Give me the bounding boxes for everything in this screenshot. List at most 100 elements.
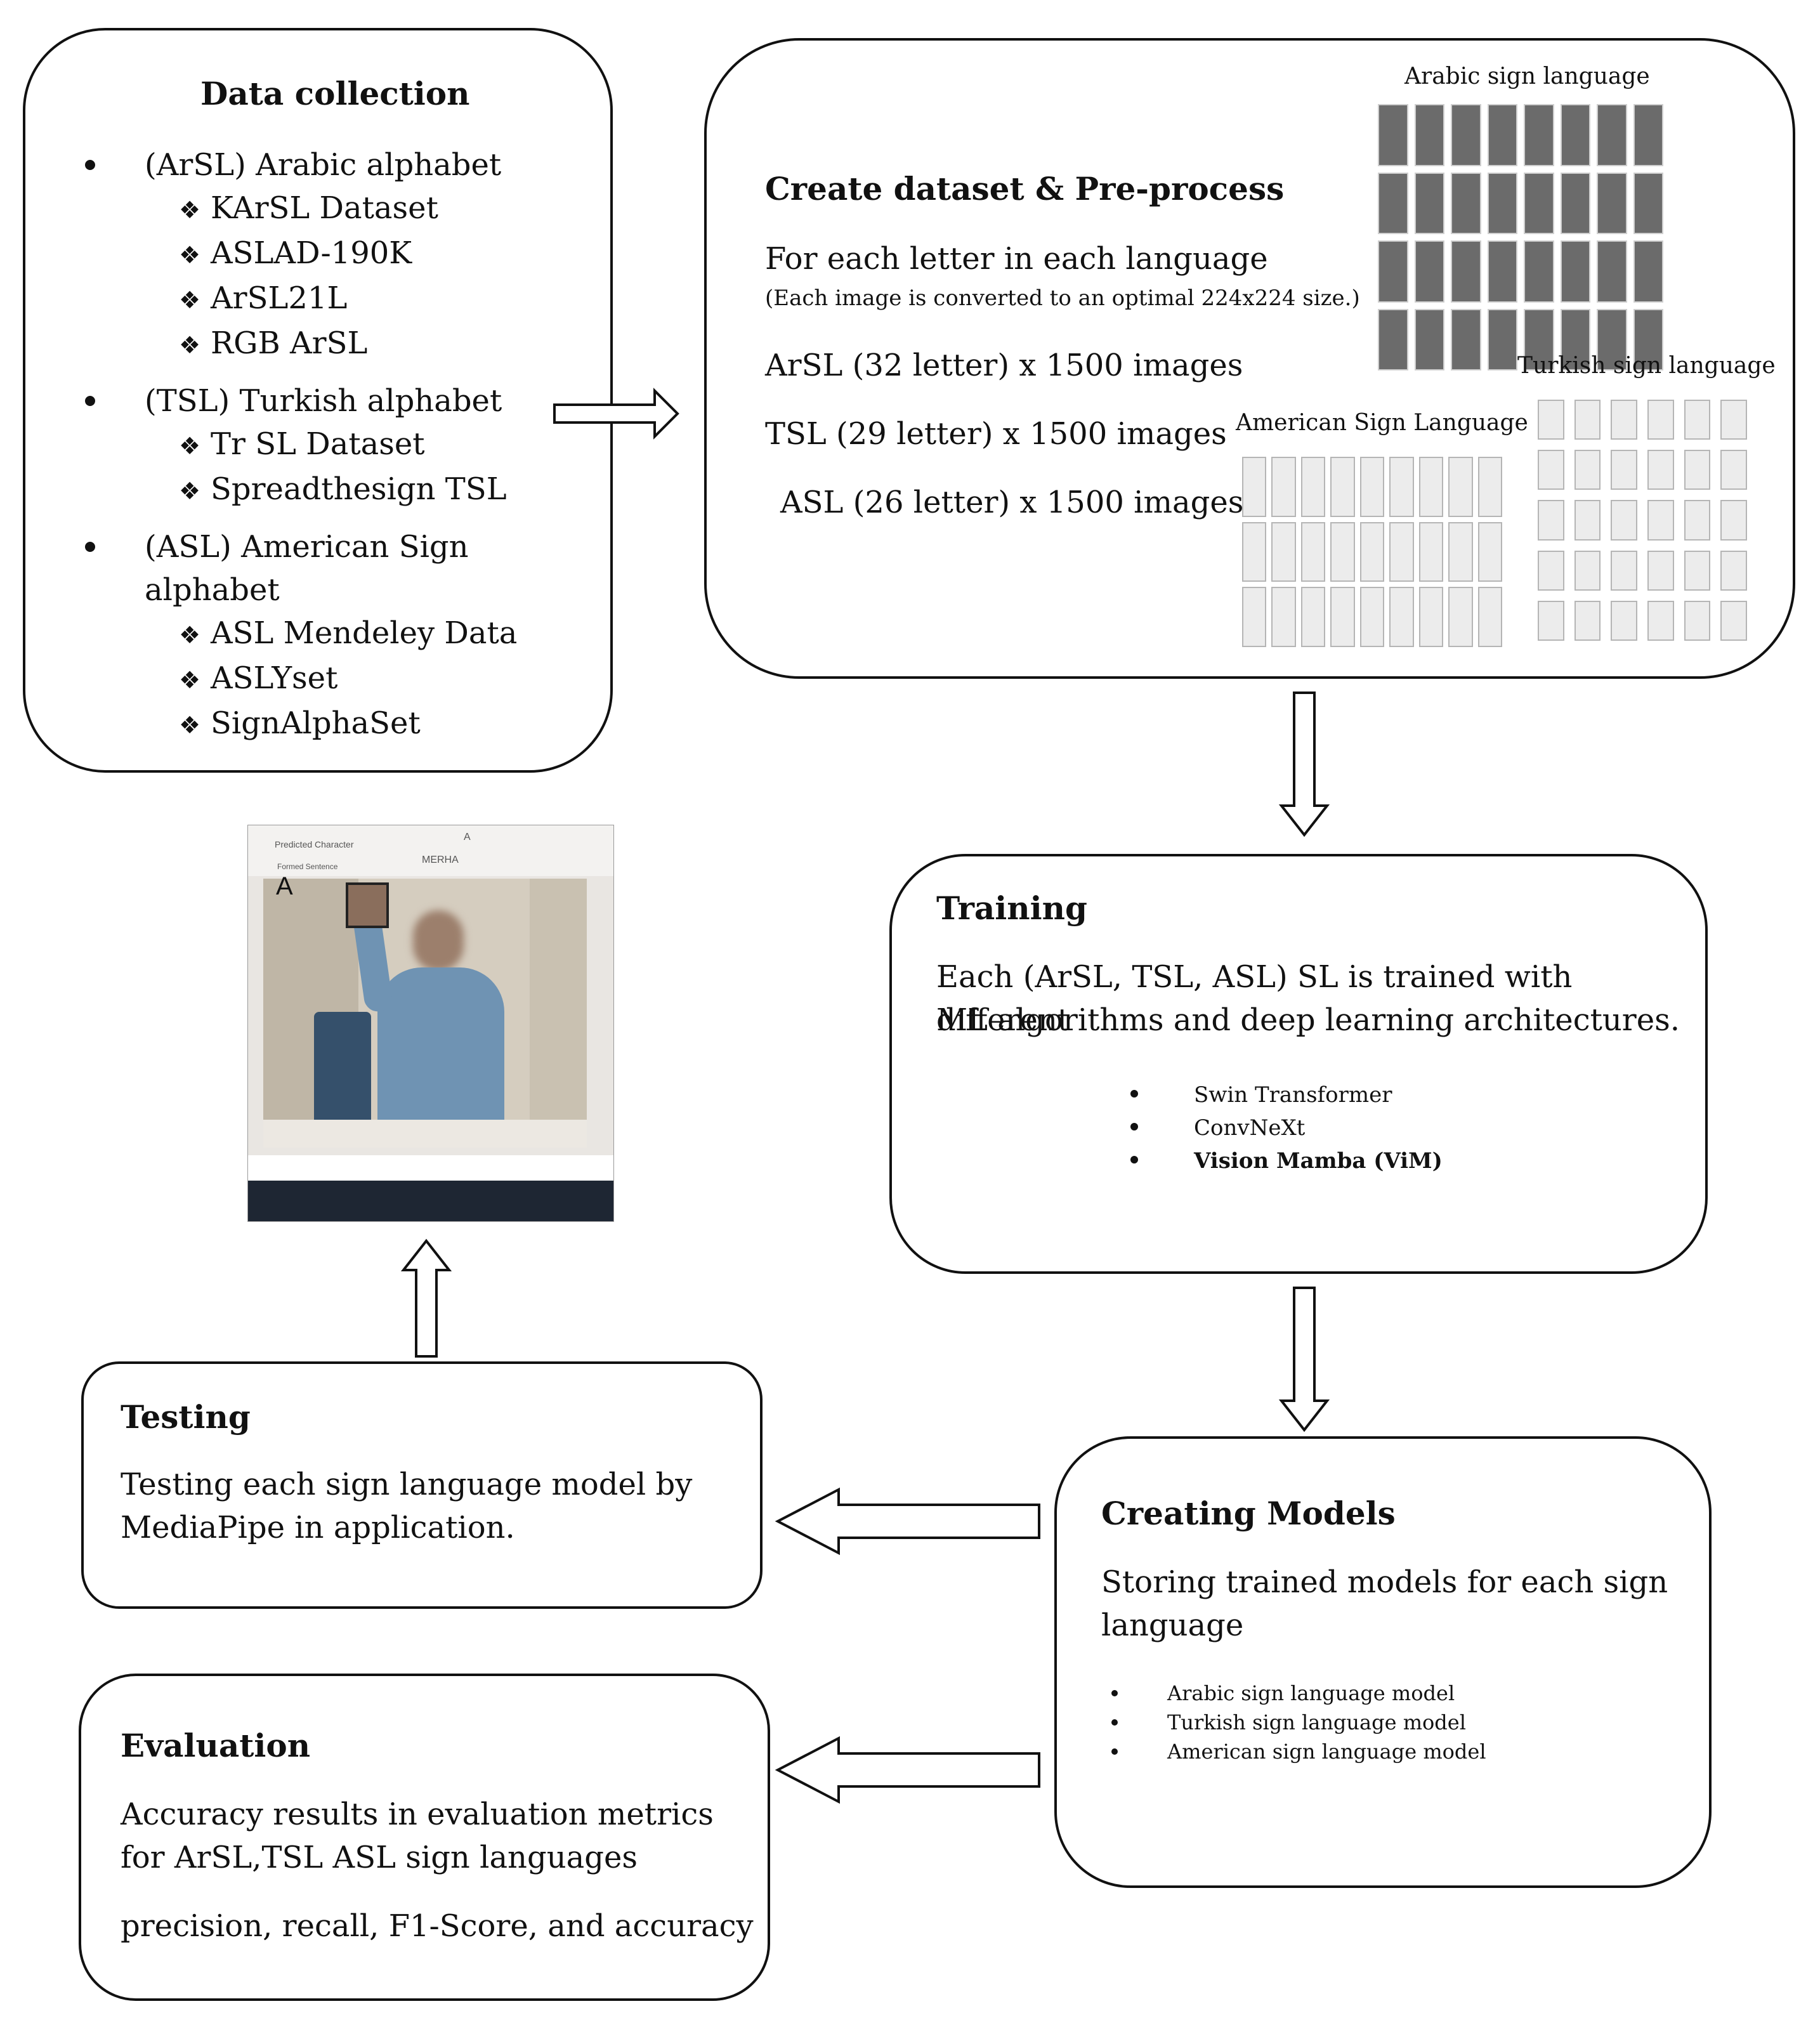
tsl-item: ❖ Spreadthesign TSL <box>89 468 596 513</box>
arsl-item: ❖ RGB ArSL <box>89 322 596 367</box>
asl-item-label: ASL Mendeley Data <box>211 615 518 651</box>
bullet-icon <box>1130 1156 1138 1163</box>
bullet-icon <box>1111 1719 1118 1726</box>
bullet-icon <box>85 542 95 552</box>
predicted-big-letter: A <box>276 872 293 900</box>
diamond-bullet-icon: ❖ <box>179 241 201 269</box>
arabic-sign-image <box>1378 104 1663 370</box>
training-text-line1: Each (ArSL, TSL, ASL) SL is trained with… <box>936 959 1573 1038</box>
create-dataset-title: Create dataset & Pre-process <box>765 170 1285 207</box>
creating-models-text-line2: language <box>1101 1608 1244 1643</box>
creating-models-title: Creating Models <box>1101 1495 1396 1532</box>
diamond-bullet-icon: ❖ <box>179 331 201 359</box>
training-model-list: Swin Transformer ConvNeXt Vision Mamba (… <box>1130 1078 1511 1177</box>
arrow-down-icon <box>1278 691 1330 837</box>
formed-sentence-value: MERHA <box>422 855 459 865</box>
asl-group-label-line2: alphabet <box>145 572 280 608</box>
arsl-item-label: RGB ArSL <box>211 325 368 361</box>
person-body <box>377 967 504 1126</box>
asl-count: ASL (26 letter) x 1500 images <box>780 485 1244 520</box>
arabic-sign-caption: Arabic sign language <box>1404 63 1650 89</box>
tsl-group-label: (TSL) Turkish alphabet <box>145 383 502 419</box>
turkish-sign-caption: Turkish sign language <box>1517 353 1776 379</box>
testing-text-line1: Testing each sign language model by <box>121 1467 693 1502</box>
predicted-character-label: Predicted Character <box>275 839 354 849</box>
arsl-item-label: ArSL21L <box>211 280 348 316</box>
asl-item-label: SignAlphaSet <box>211 705 421 741</box>
hand-detection-box <box>346 882 389 928</box>
create-dataset-note: (Each image is converted to an optimal 2… <box>765 285 1360 311</box>
model-item: ConvNeXt <box>1130 1111 1511 1144</box>
bullet-icon <box>1111 1690 1118 1696</box>
bullet-icon <box>85 160 95 170</box>
asl-item: ❖ ASL Mendeley Data <box>89 612 596 657</box>
model-output-item: American sign language model <box>1111 1737 1682 1766</box>
diamond-bullet-icon: ❖ <box>179 432 201 460</box>
camera-feed <box>263 879 587 1148</box>
arsl-count: ArSL (32 letter) x 1500 images <box>765 348 1243 383</box>
asl-group: (ASL) American Sign alphabet ❖ASL Mendel… <box>85 525 596 747</box>
testing-text-line2: MediaPipe in application. <box>121 1510 515 1545</box>
arrow-up-icon <box>400 1238 452 1358</box>
arrow-left-icon <box>775 1736 1040 1804</box>
creating-models-text-line1: Storing trained models for each sign <box>1101 1564 1668 1600</box>
model-output-label: Arabic sign language model <box>1167 1681 1455 1705</box>
bullet-icon <box>1130 1123 1138 1130</box>
arsl-group: (ArSL) Arabic alphabet ❖ KArSL Dataset ❖ A… <box>85 143 596 367</box>
diamond-bullet-icon: ❖ <box>179 621 201 649</box>
arrow-down-icon <box>1278 1287 1330 1432</box>
app-header <box>248 825 613 876</box>
model-output-item: Arabic sign language model <box>1111 1679 1682 1708</box>
person-head <box>413 910 464 971</box>
data-collection-title: Data collection <box>200 75 470 112</box>
arrow-left-icon <box>775 1487 1040 1556</box>
arsl-item-label: KArSL Dataset <box>211 190 438 226</box>
arsl-item: ❖ ASLAD-190K <box>89 232 596 277</box>
tsl-item-label: Spreadthesign TSL <box>211 471 507 507</box>
american-sign-image <box>1242 457 1502 647</box>
predicted-character-value: A <box>464 832 471 842</box>
arsl-item: ❖ ArSL21L <box>89 277 596 322</box>
tsl-item-label: Tr SL Dataset <box>211 426 425 462</box>
arsl-group-label: (ArSL) Arabic alphabet <box>145 147 502 183</box>
evaluation-box: Evaluation Accuracy results in evaluatio… <box>79 1674 770 2001</box>
model-item: Vision Mamba (ViM) <box>1130 1144 1511 1177</box>
evaluation-text-line1: Accuracy results in evaluation metrics <box>121 1797 714 1832</box>
app-controls <box>248 1155 613 1181</box>
taskbar <box>248 1181 613 1221</box>
diamond-bullet-icon: ❖ <box>179 286 201 314</box>
diamond-bullet-icon: ❖ <box>179 711 201 739</box>
diamond-bullet-icon: ❖ <box>179 196 201 224</box>
creating-models-box: Creating Models Storing trained models f… <box>1054 1436 1712 1888</box>
arsl-item: ❖ KArSL Dataset <box>89 187 596 232</box>
model-output-label: Turkish sign language model <box>1167 1710 1466 1734</box>
tsl-group: (TSL) Turkish alphabet ❖ Tr SL Dataset ❖ S… <box>85 379 596 513</box>
diamond-bullet-icon: ❖ <box>179 477 201 505</box>
arrow-right-icon <box>553 388 679 440</box>
model-output-list: Arabic sign language model Turkish sign … <box>1111 1679 1682 1766</box>
training-box: Training Each (ArSL, TSL, ASL) SL is tra… <box>889 854 1708 1274</box>
model-output-label: American sign language model <box>1167 1740 1486 1764</box>
model-output-item: Turkish sign language model <box>1111 1708 1682 1737</box>
asl-item: ❖ SignAlphaSet <box>89 702 596 747</box>
diamond-bullet-icon: ❖ <box>179 666 201 694</box>
evaluation-title: Evaluation <box>121 1727 311 1764</box>
create-dataset-box: Create dataset & Pre-process For each le… <box>704 38 1795 679</box>
data-collection-box: Data collection (ArSL) Arabic alphabet ❖… <box>23 28 613 773</box>
testing-box: Testing Testing each sign language model… <box>81 1361 763 1609</box>
arsl-item-label: ASLAD-190K <box>211 235 412 271</box>
asl-item-label: ASLYset <box>211 660 338 696</box>
model-label: ConvNeXt <box>1194 1115 1306 1141</box>
evaluation-text-line3: precision, recall, F1-Score, and accurac… <box>121 1908 754 1944</box>
bullet-icon <box>85 396 95 406</box>
tsl-item: ❖ Tr SL Dataset <box>89 423 596 468</box>
training-text-line2: ML algorithms and deep learning architec… <box>936 1002 1680 1038</box>
model-item: Swin Transformer <box>1130 1078 1511 1111</box>
tsl-count: TSL (29 letter) x 1500 images <box>765 416 1227 452</box>
model-label: Swin Transformer <box>1194 1082 1392 1108</box>
formed-sentence-label: Formed Sentence <box>277 862 338 871</box>
testing-title: Testing <box>121 1398 251 1436</box>
bullet-icon <box>1111 1748 1118 1755</box>
training-title: Training <box>936 889 1087 927</box>
evaluation-text-line2: for ArSL,TSL ASL sign languages <box>121 1840 638 1875</box>
